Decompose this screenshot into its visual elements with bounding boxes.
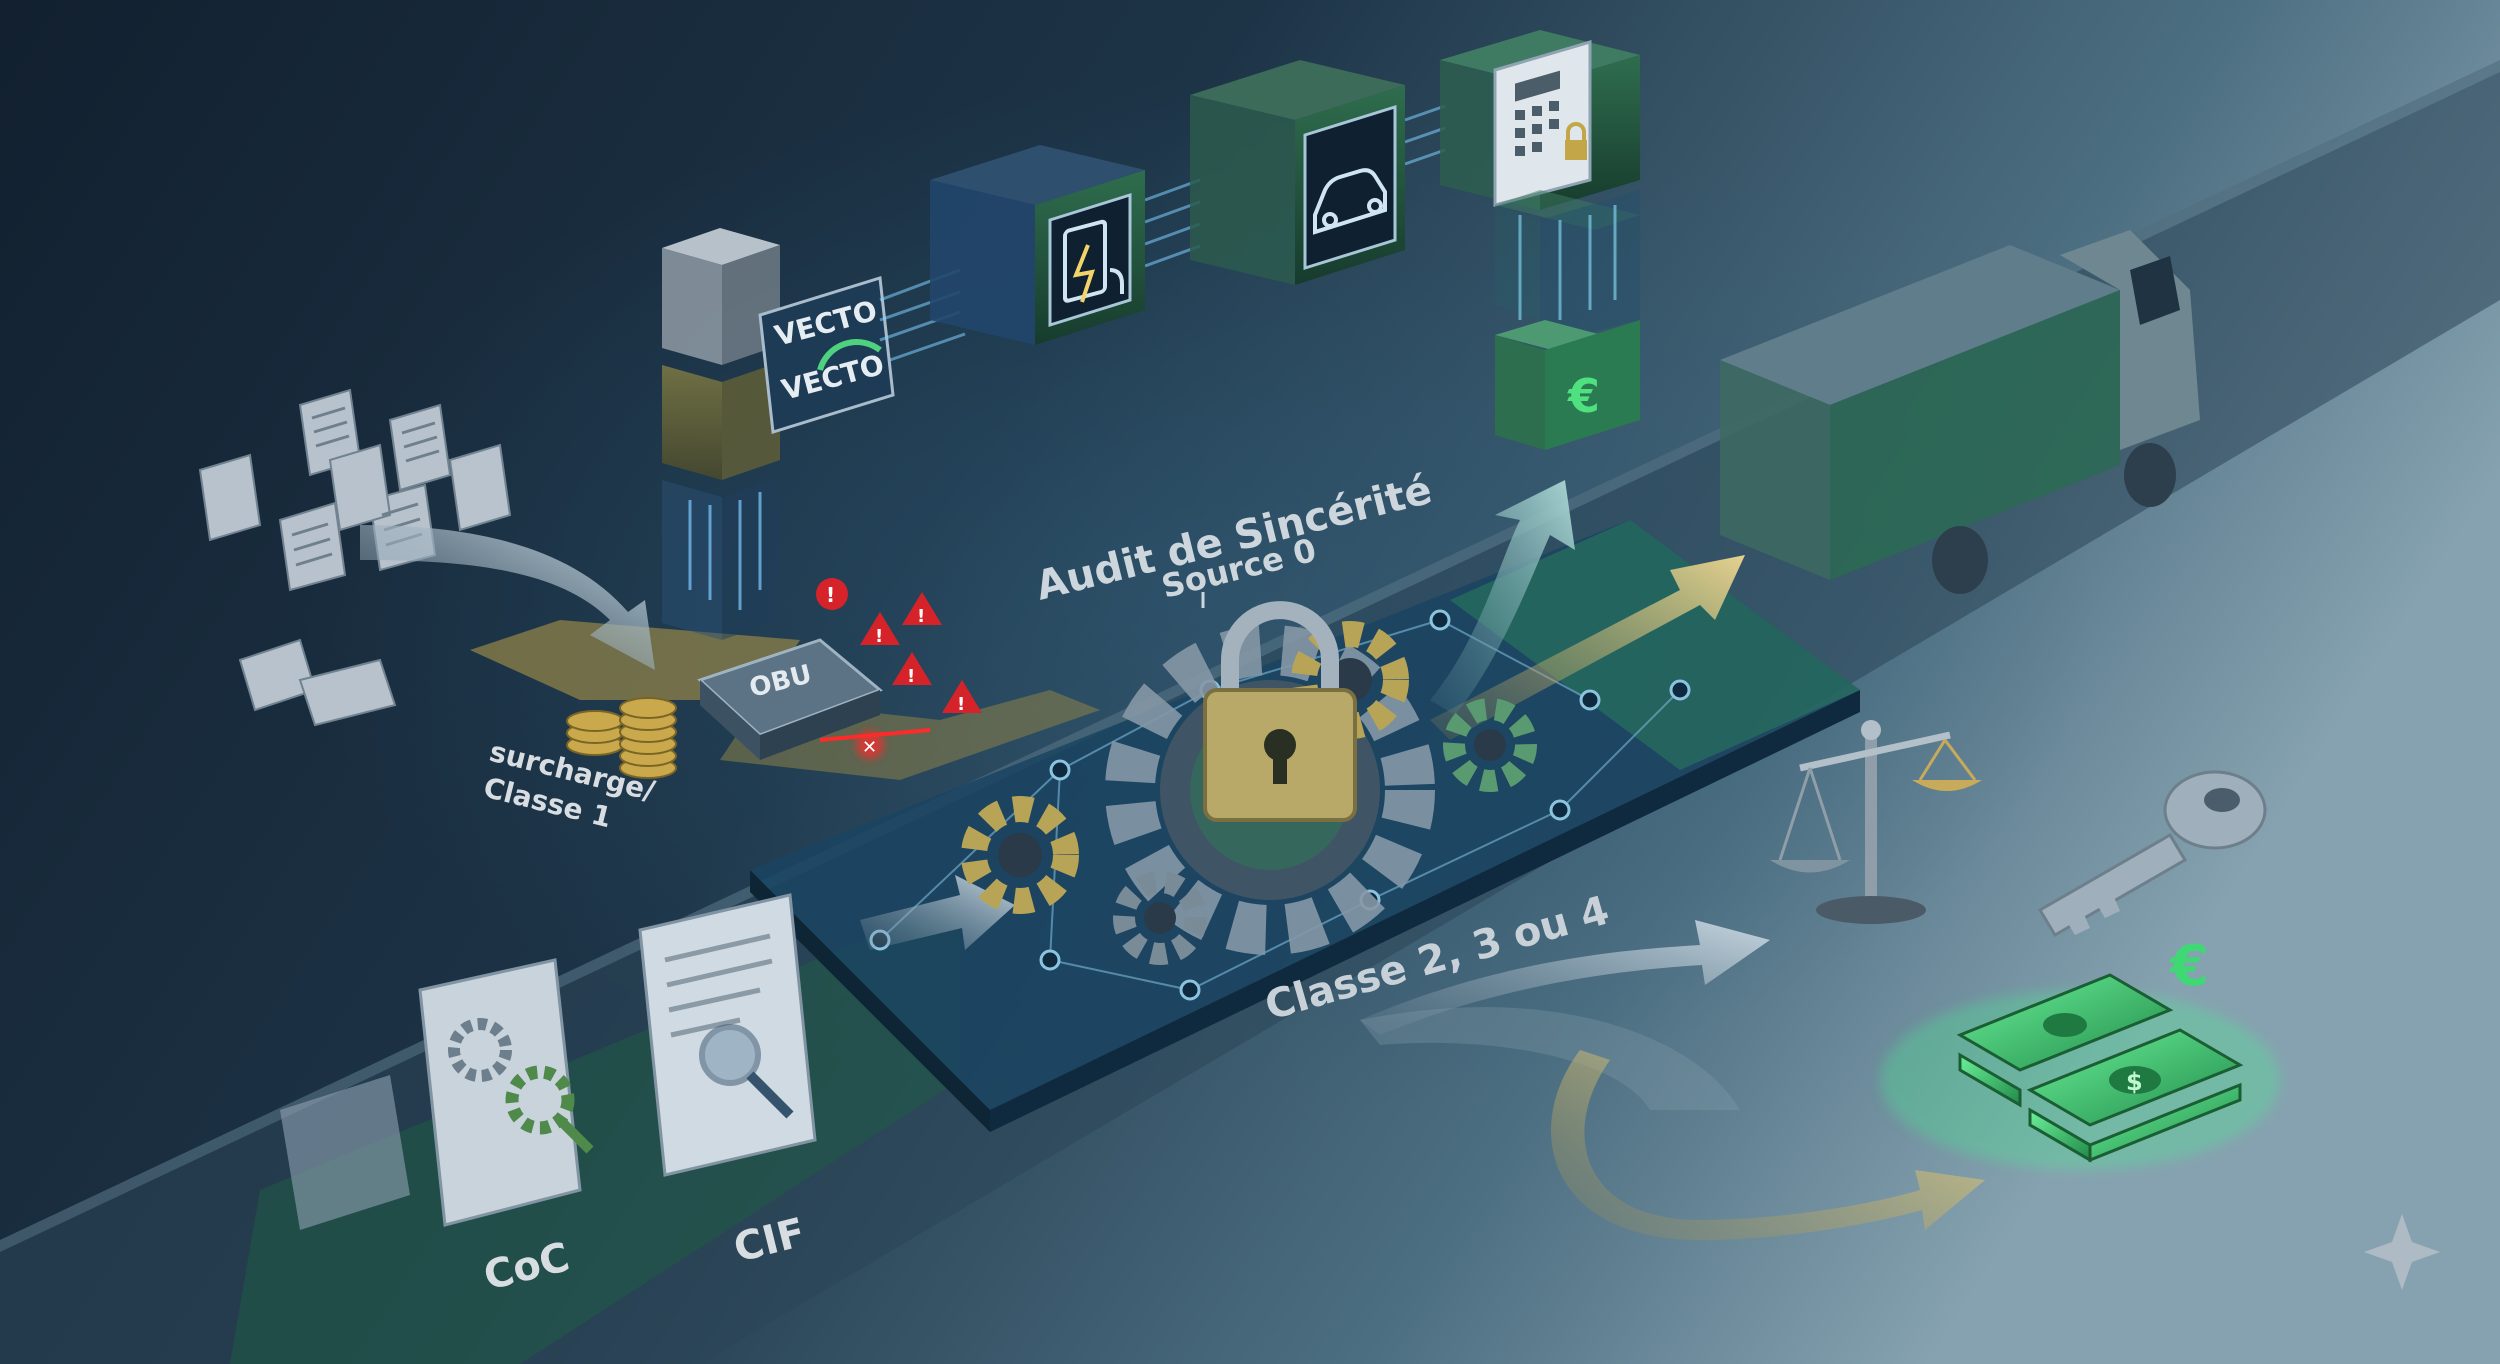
green-platform-band [1450, 520, 1860, 770]
vecto-gauge-icon: VECTO VECTO [758, 276, 895, 434]
error-x: ✕ [862, 737, 877, 758]
warning-icon: ! ! ! ! ! [816, 578, 982, 715]
svg-text:!: ! [917, 606, 925, 627]
calculator-cube [1440, 30, 1640, 210]
central-platform-side [750, 870, 990, 1132]
central-platform-edge [990, 690, 1860, 1132]
coin-stack-icon [566, 697, 677, 779]
calculator-lock-icon [1515, 70, 1587, 160]
left-tower [662, 228, 780, 640]
magnifier-icon [699, 1024, 794, 1119]
arrow-to-scale [1360, 920, 1770, 1035]
sparkle-icon [2364, 1214, 2440, 1290]
svg-text:!: ! [875, 626, 883, 647]
battery-charging-icon [1063, 219, 1124, 303]
battery-cube [930, 145, 1145, 345]
money-stack-icon: $ [1880, 973, 2280, 1170]
cif-to-center-arrow [860, 875, 1015, 950]
car-cube [1190, 60, 1405, 285]
truck-icon [1720, 230, 2200, 594]
svg-text:!: ! [826, 583, 835, 607]
svg-text:!: ! [907, 666, 915, 687]
euro-green-icon: € [2168, 934, 2209, 999]
right-tower: € [1495, 190, 1640, 450]
dollar-icon: $ [2126, 1068, 2143, 1096]
arrow-sweep [1360, 1007, 1740, 1110]
obu-device-icon: OBU [697, 638, 883, 760]
teal-arrow-up [1430, 480, 1575, 715]
car-icon [1313, 168, 1387, 235]
padlock-icon [1203, 601, 1357, 822]
scale-icon [1770, 720, 1982, 924]
red-glow [856, 731, 884, 759]
euro-icon: € [1567, 369, 1600, 423]
arrow-to-money [1551, 1050, 1985, 1240]
gold-arrow-up [1430, 555, 1745, 740]
key-icon [2037, 770, 2267, 938]
document-stack-icon [198, 388, 512, 727]
svg-text:!: ! [957, 694, 965, 715]
docs-to-obu-arrow [360, 525, 655, 670]
